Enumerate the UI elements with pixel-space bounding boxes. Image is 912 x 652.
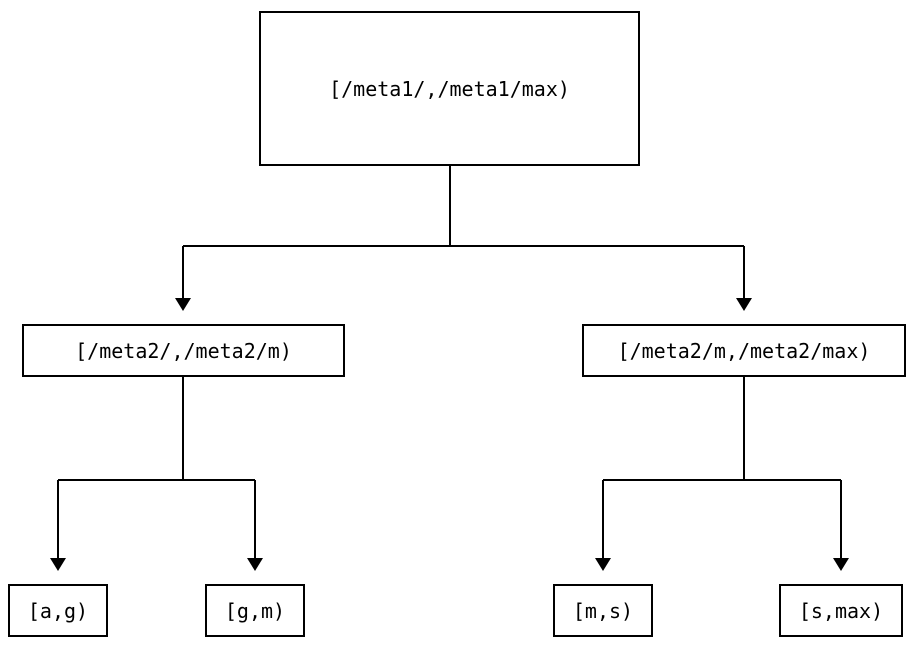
arrowhead-to-left-level2 (175, 298, 191, 311)
arrowhead-to-leaf3 (595, 558, 611, 571)
node-level2-right-label: [/meta2/m,/meta2/max) (617, 338, 871, 363)
node-level2-left-label: [/meta2/,/meta2/m) (75, 338, 292, 363)
node-leaf-g-m[interactable]: [g,m) (205, 584, 305, 637)
node-leaf-m-s-label: [m,s) (572, 598, 634, 623)
node-leaf-s-max[interactable]: [s,max) (779, 584, 903, 637)
arrowhead-to-leaf1 (50, 558, 66, 571)
node-leaf-s-max-label: [s,max) (798, 598, 884, 623)
node-root[interactable]: [/meta1/,/meta1/max) (259, 11, 640, 166)
node-leaf-m-s[interactable]: [m,s) (553, 584, 653, 637)
node-leaf-a-g-label: [a,g) (27, 598, 89, 623)
node-leaf-g-m-label: [g,m) (224, 598, 286, 623)
node-leaf-a-g[interactable]: [a,g) (8, 584, 108, 637)
arrowhead-to-leaf2 (247, 558, 263, 571)
arrowhead-to-leaf4 (833, 558, 849, 571)
node-level2-right[interactable]: [/meta2/m,/meta2/max) (582, 324, 906, 377)
node-level2-left[interactable]: [/meta2/,/meta2/m) (22, 324, 345, 377)
arrowhead-to-right-level2 (736, 298, 752, 311)
node-root-label: [/meta1/,/meta1/max) (329, 76, 570, 101)
